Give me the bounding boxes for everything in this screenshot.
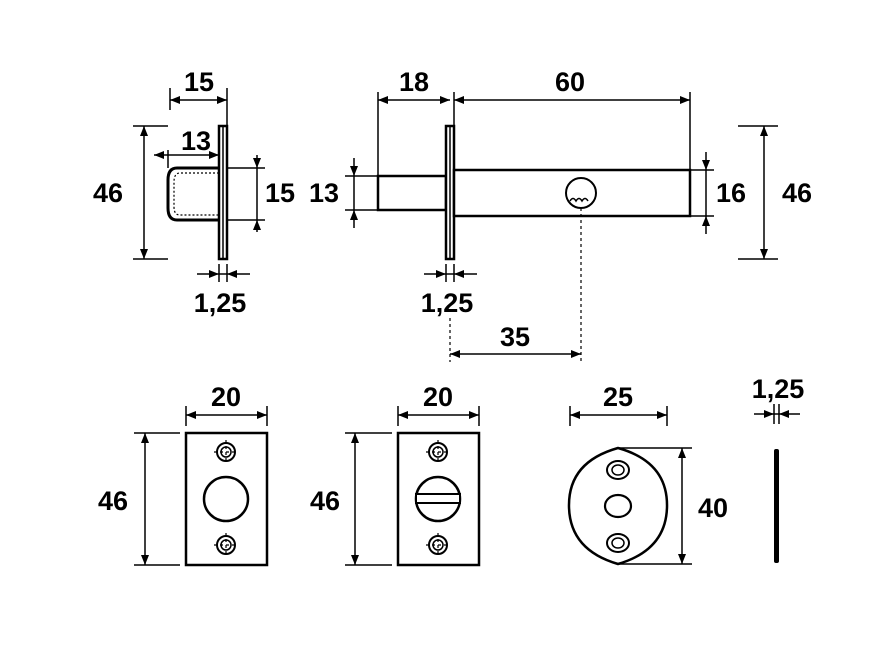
thin-plate-edge xyxy=(774,449,779,563)
side-view-width-label: 15 xyxy=(184,67,214,97)
escutcheon-hole-top xyxy=(606,460,630,480)
side-view-inner-width-label: 13 xyxy=(181,126,211,156)
plate-2-height-label: 46 xyxy=(310,486,340,516)
plate-1-width-label: 20 xyxy=(211,382,241,412)
bolt-front xyxy=(376,174,448,212)
bolt-length-label: 60 xyxy=(555,67,585,97)
keyhole xyxy=(565,177,597,209)
side-view-height-label: 46 xyxy=(93,178,123,208)
bolt-view: 18 60 13 16 46 1,25 xyxy=(309,67,812,362)
escutcheon-width-label: 25 xyxy=(603,382,633,412)
bolt-plate-thickness-label: 1,25 xyxy=(421,288,474,318)
plate-1-screw-top xyxy=(214,440,238,464)
bolt-height-label: 13 xyxy=(309,178,339,208)
plate-2-width-label: 20 xyxy=(423,382,453,412)
bolt-front-label: 18 xyxy=(399,67,429,97)
side-view-face-label: 15 xyxy=(265,178,295,208)
plate-height-label: 46 xyxy=(782,178,812,208)
plate-2-screw-top xyxy=(426,440,450,464)
strike-plate-round: 20 46 xyxy=(98,382,269,567)
strike-plate-slot: 20 46 xyxy=(310,382,481,567)
escutcheon: 25 40 xyxy=(567,382,728,566)
body-height-label: 16 xyxy=(716,178,746,208)
thin-plate: 1,25 xyxy=(752,374,805,563)
escutcheon-hole-bottom xyxy=(606,533,630,553)
side-view-plate-thickness-label: 1,25 xyxy=(194,288,247,318)
escutcheon-center-hole xyxy=(603,493,633,519)
plate-1-round-hole xyxy=(202,475,250,523)
plate-2-screw-bottom xyxy=(426,533,450,557)
thin-plate-thickness-label: 1,25 xyxy=(752,374,805,404)
keyhole-offset-label: 35 xyxy=(500,322,530,352)
side-view: 15 13 46 15 1,25 xyxy=(93,67,295,318)
side-view-latch xyxy=(166,166,219,222)
plate-1-height-label: 46 xyxy=(98,486,128,516)
escutcheon-height-label: 40 xyxy=(698,493,728,523)
plate-1-screw-bottom xyxy=(214,533,238,557)
